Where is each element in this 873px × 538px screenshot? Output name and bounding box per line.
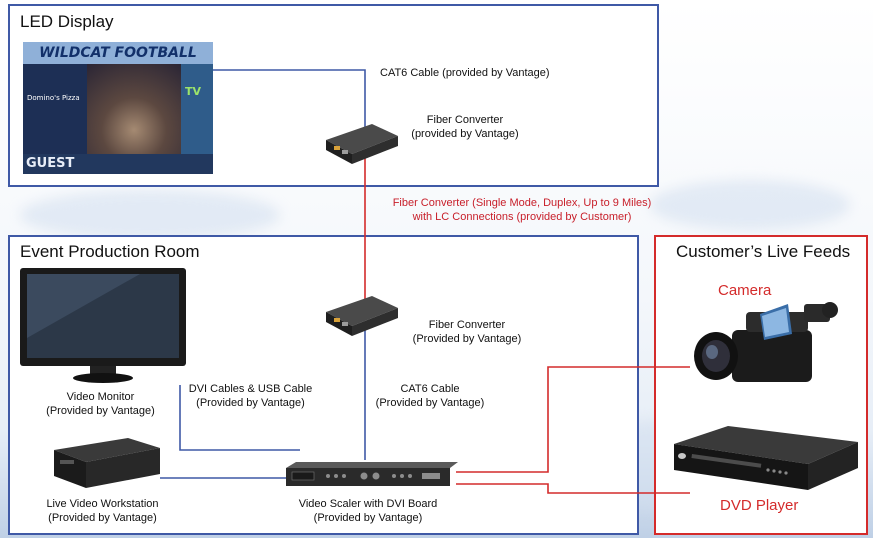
fiber-converter-top-icon (326, 124, 398, 164)
scoreboard-ad-right: TV (185, 85, 202, 98)
dvi-cable-label-line1: DVI Cables & USB Cable (188, 383, 313, 395)
background-cloud (650, 180, 850, 230)
cat6-cable-label-bottom-line2: (Provided by Vantage) (375, 397, 485, 409)
fiber-converter-label-bottom: Fiber Converter (Provided by Vantage) (412, 318, 522, 346)
cat6-cable-label-top: CAT6 Cable (provided by Vantage) (380, 67, 550, 79)
fiber-link-label-line2: with LC Connections (provided by Custome… (412, 211, 632, 223)
video-scaler-label-line2: (Provided by Vantage) (313, 512, 423, 524)
fiber-link-label: Fiber Converter (Single Mode, Duplex, Up… (374, 196, 670, 224)
workstation-label-line1: Live Video Workstation (46, 498, 159, 510)
live-feeds-box (654, 235, 868, 535)
live-feeds-title: Customer’s Live Feeds (676, 242, 851, 261)
fiber-converter-label-bottom-line1: Fiber Converter (428, 319, 506, 331)
video-monitor-label: Video Monitor (Provided by Vantage) (28, 390, 173, 418)
dvi-cable-label-line2: (Provided by Vantage) (196, 397, 305, 409)
live-video-workstation-icon (54, 438, 160, 488)
video-monitor-icon (20, 268, 186, 383)
cat6-cable-label-bottom-line1: CAT6 Cable (400, 383, 460, 395)
camera-feed-wire (456, 366, 690, 473)
dvi-cable-monitor (179, 385, 300, 451)
video-scaler-label-line1: Video Scaler with DVI Board (298, 498, 438, 510)
background-cloud (20, 190, 280, 240)
video-monitor-label-line2: (Provided by Vantage) (46, 405, 155, 417)
fiber-converter-label-top: Fiber Converter (provided by Vantage) (410, 113, 520, 141)
fiber-converter-label-top-line2: (provided by Vantage) (411, 128, 519, 140)
dvi-cable-label: DVI Cables & USB Cable (Provided by Vant… (188, 382, 313, 410)
camera-label: Camera (718, 282, 772, 299)
dvd-feed-wire (456, 483, 690, 494)
video-monitor-label-line1: Video Monitor (66, 391, 135, 403)
camera-icon (694, 302, 838, 382)
workstation-label: Live Video Workstation (Provided by Vant… (30, 497, 175, 525)
scoreboard-ad-left: Domino's Pizza (27, 94, 80, 102)
cat6-cable-label-bottom: CAT6 Cable (Provided by Vantage) (374, 382, 486, 410)
fiber-converter-label-bottom-line2: (Provided by Vantage) (412, 333, 522, 345)
production-room-title: Event Production Room (20, 242, 200, 261)
scoreboard-bottom: GUEST (23, 154, 213, 174)
cat6-cable-top (212, 69, 366, 130)
fiber-link-label-line1: Fiber Converter (Single Mode, Duplex, Up… (392, 197, 652, 209)
led-scoreboard-image: WILDCAT FOOTBALL Domino's Pizza TV GUEST (23, 42, 213, 174)
led-display-title: LED Display (20, 12, 114, 31)
workstation-label-line2: (Provided by Vantage) (48, 512, 157, 524)
fiber-converter-bottom-icon (326, 296, 398, 336)
scoreboard-banner: WILDCAT FOOTBALL (23, 42, 213, 64)
dvd-player-label: DVD Player (720, 497, 799, 514)
video-scaler-icon (286, 462, 458, 486)
fiber-converter-label-top-line1: Fiber Converter (426, 114, 504, 126)
video-scaler-label: Video Scaler with DVI Board (Provided by… (288, 497, 448, 525)
dvd-player-icon (674, 426, 858, 490)
